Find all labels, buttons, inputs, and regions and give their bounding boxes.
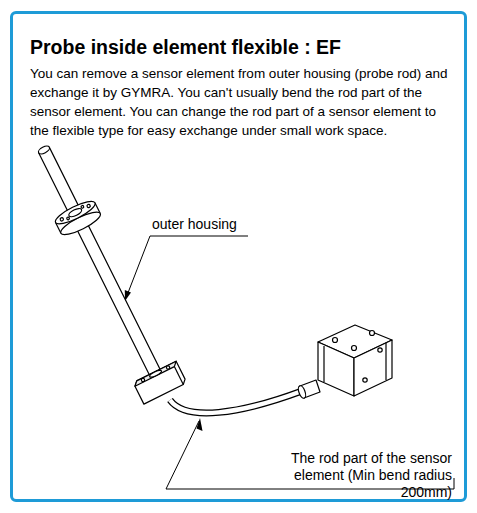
bolt-hole — [87, 204, 91, 208]
leader-arrow — [197, 418, 203, 431]
flexible-cable-core — [170, 391, 302, 413]
bolt-hole — [60, 217, 64, 221]
rod-end — [37, 145, 50, 156]
base-block — [133, 361, 187, 404]
flexible-cable — [170, 391, 302, 413]
probe-rod — [39, 147, 162, 378]
flange-bore — [68, 207, 83, 219]
leader-arrow — [125, 290, 131, 301]
part-name: The rod part of the sensor element (Min … — [240, 450, 452, 501]
panel-text: You can remove a sensor element from out… — [30, 64, 458, 140]
sensor-head — [297, 325, 392, 399]
outer-housing — [21, 137, 187, 405]
part-name: outer housing — [152, 216, 237, 233]
info-panel: Probe inside element flexible : EF You ca… — [10, 11, 467, 502]
panel-heading: Probe inside element flexible : EF — [30, 36, 341, 59]
